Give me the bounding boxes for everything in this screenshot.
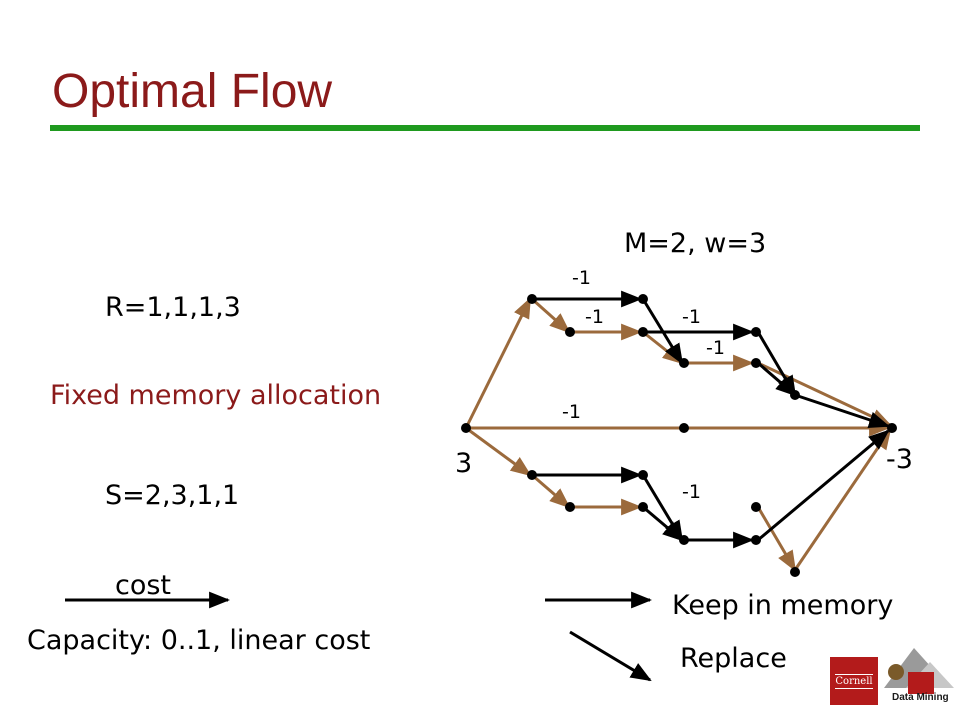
- edge-upper-keep-5: [757, 361, 797, 397]
- node: [679, 423, 689, 433]
- capacity-legend-label: Capacity: 0..1, linear cost: [27, 625, 371, 656]
- cornell-logo-text: Cornell: [835, 673, 873, 689]
- data-mining-logo-text: Data Mining: [892, 692, 949, 703]
- edge-lower-keep-2: [641, 474, 684, 542]
- node: [751, 327, 761, 337]
- edge-upper-replace-2: [642, 330, 684, 365]
- edge-cost-label: -1: [682, 306, 701, 328]
- data-mining-logo-graphic: [884, 648, 954, 694]
- node: [790, 567, 800, 577]
- node: [751, 358, 761, 368]
- node: [638, 327, 648, 337]
- edge-source-to-upper: [464, 297, 532, 429]
- edge-cost-label: -1: [706, 337, 725, 359]
- source-supply-label: 3: [455, 448, 473, 479]
- edge-upper-to-sink-replace: [757, 361, 892, 427]
- replace-legend-arrow: [569, 630, 652, 682]
- node-source: [461, 423, 471, 433]
- replace-legend-label: Replace: [680, 643, 787, 674]
- params-label: M=2, w=3: [624, 228, 767, 259]
- node: [638, 502, 648, 512]
- title-underline: [50, 125, 920, 131]
- edge-source-to-lower: [465, 426, 532, 477]
- edge-lower-replace-2: [756, 506, 797, 572]
- size-sequence: S=2,3,1,1: [105, 480, 240, 511]
- edge-lower-keep-5: [757, 429, 890, 542]
- edge-cost-label: -1: [572, 267, 591, 289]
- node: [790, 390, 800, 400]
- policy-label: Fixed memory allocation: [50, 380, 382, 411]
- node: [527, 470, 537, 480]
- edge-cost-label: -1: [585, 306, 604, 328]
- edge-upper-keep-6: [794, 393, 890, 428]
- slide-title: Optimal Flow: [52, 65, 333, 118]
- edge-lower-to-sink-replace: [793, 428, 892, 571]
- node: [679, 358, 689, 368]
- node: [565, 327, 575, 337]
- node: [565, 502, 575, 512]
- edge-cost-label: -1: [682, 481, 701, 503]
- node: [751, 535, 761, 545]
- edge-upper-replace-1: [531, 297, 571, 334]
- edge-upper-keep-4: [756, 331, 797, 397]
- node: [638, 294, 648, 304]
- node: [527, 294, 537, 304]
- edge-lower-replace-1: [531, 473, 571, 509]
- node: [751, 502, 761, 512]
- node: [679, 535, 689, 545]
- cornell-logo: Cornell: [830, 657, 878, 705]
- edge-lower-keep-3: [642, 505, 684, 542]
- node-sink: [887, 423, 897, 433]
- request-sequence: R=1,1,1,3: [105, 292, 241, 323]
- node: [638, 470, 648, 480]
- cost-legend-label: cost: [115, 570, 172, 601]
- keep-legend-label: Keep in memory: [672, 590, 894, 621]
- edge-cost-label: -1: [562, 401, 581, 423]
